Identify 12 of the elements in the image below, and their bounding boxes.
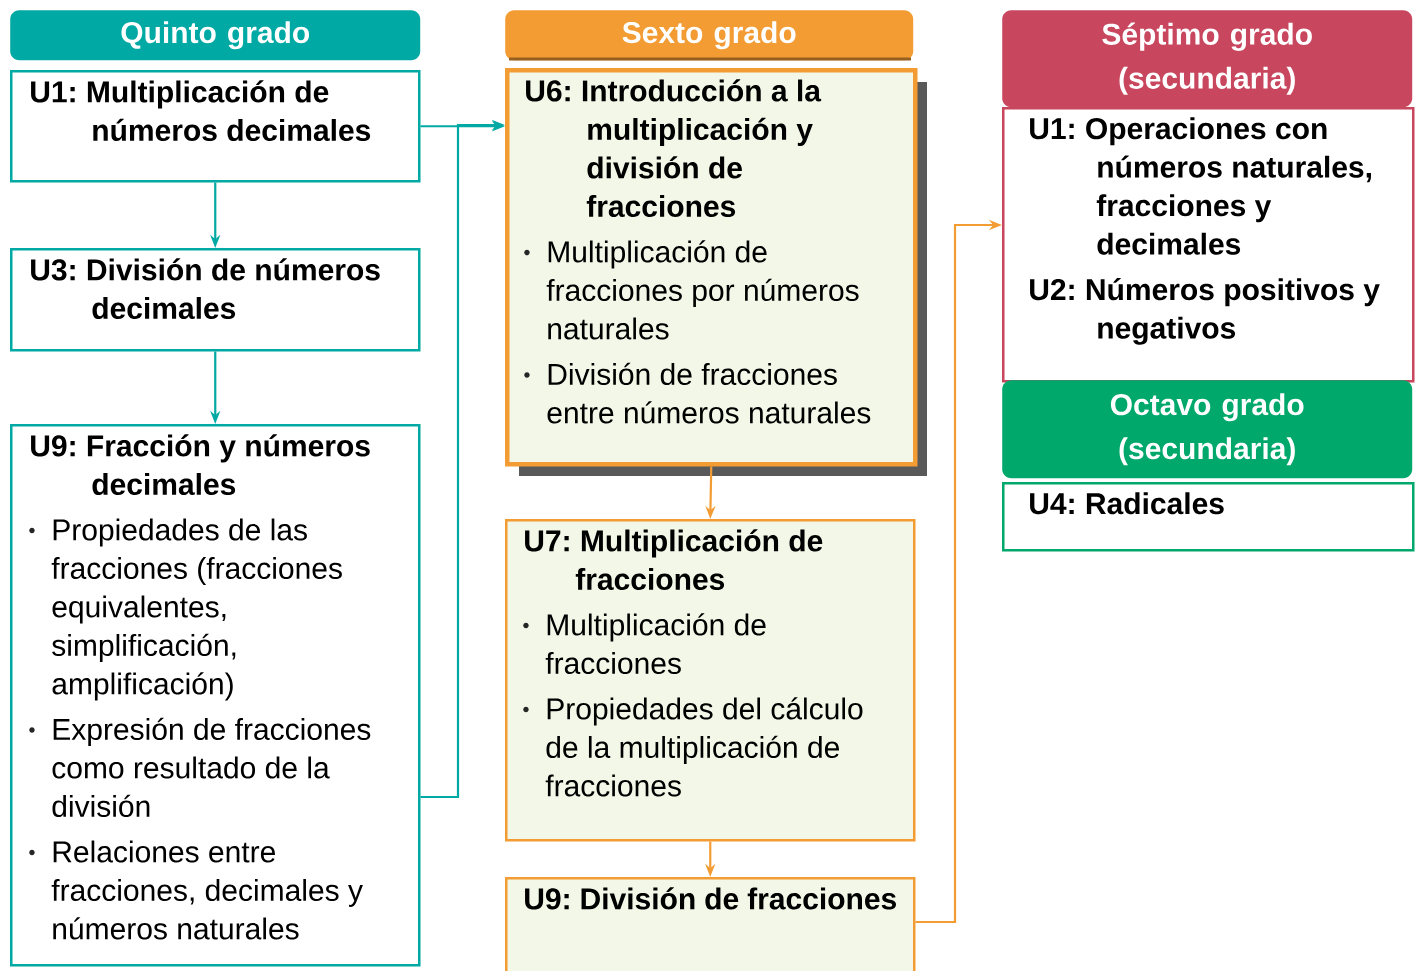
grade-header: Quinto grado bbox=[10, 10, 421, 61]
unit-box: U3: División de números decimales bbox=[10, 248, 421, 352]
unit-box: U1: Operaciones con números naturales, fracciones y decimales U2: Números positivos y negativos bbox=[1002, 107, 1415, 383]
unit-box: U9: Fracción y números decimales Propiedades de las fracciones (fracciones equivalentes, simplificación, amplificación) Expresión de fracciones como resultado de la división Relaciones entre fracciones, decimales y números naturales bbox=[10, 424, 421, 967]
grade-header: Sexto grado bbox=[505, 10, 914, 61]
unit-box: U1: Multiplicación de números decimales bbox=[10, 70, 421, 183]
grade-header: Séptimo grado (secundaria) bbox=[1002, 10, 1413, 108]
grade-header: Octavo grado (secundaria) bbox=[1002, 380, 1413, 479]
unit-box: U6: Introducción a la multiplicación y división de fracciones Multiplicación de fracciones por números naturales División de fracciones entre números naturales bbox=[505, 68, 927, 476]
unit-box: U4: Radicales bbox=[1002, 482, 1415, 552]
unit-box: U9: División de fracciones bbox=[505, 877, 916, 971]
unit-box: U7: Multiplicación de fracciones Multiplicación de fracciones Propiedades del cálculo de la multiplicación de fracciones bbox=[505, 519, 916, 842]
